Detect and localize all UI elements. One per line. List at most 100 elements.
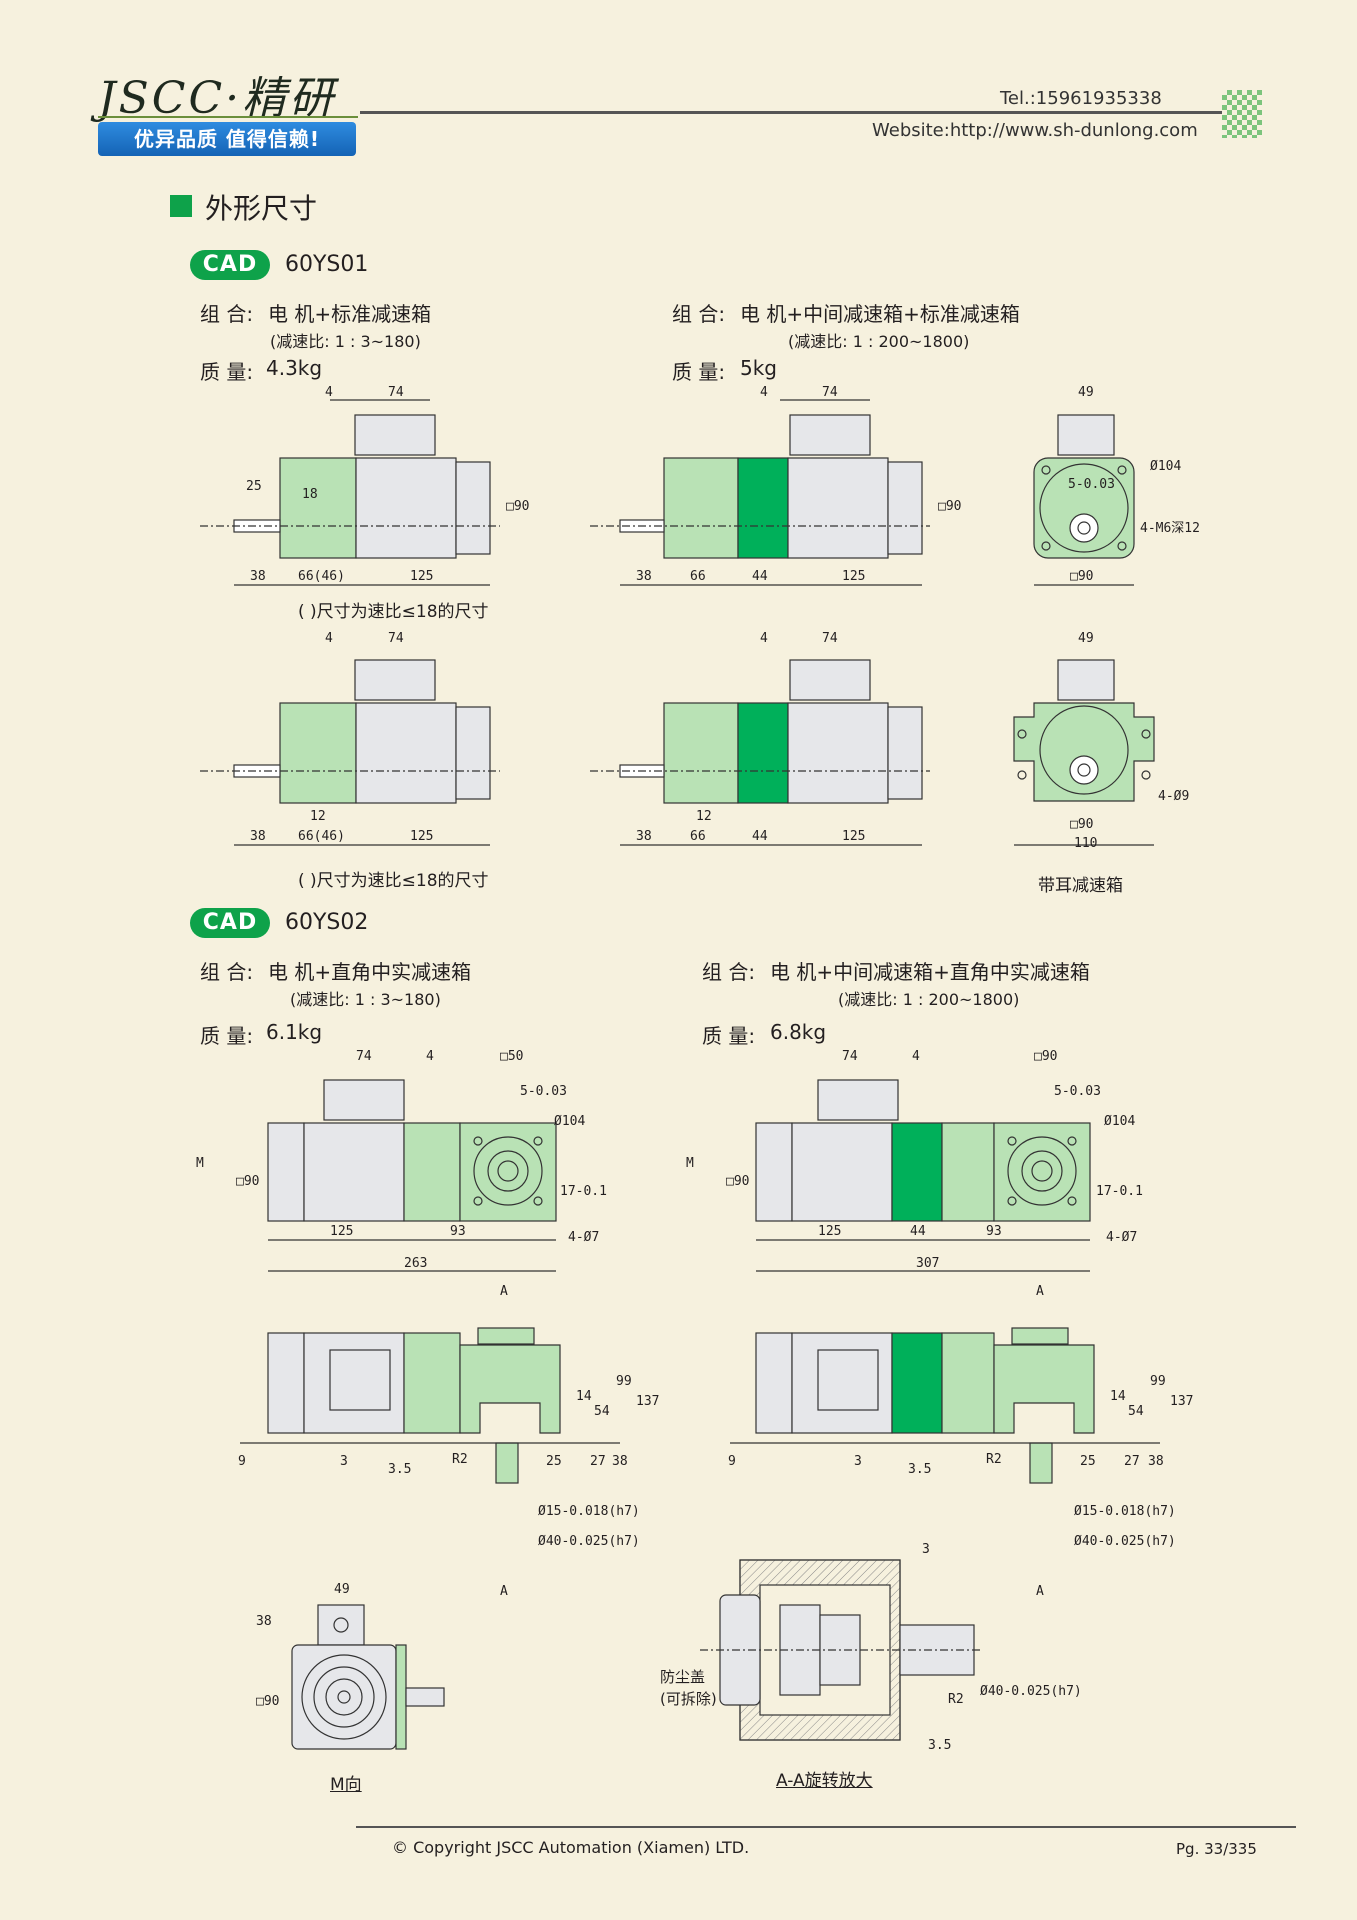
m-view-caption: M向: [330, 1775, 362, 1795]
dim-label: 54: [1128, 1404, 1144, 1419]
cad-badge[interactable]: CAD: [190, 908, 270, 938]
dim-label: Ø104: [554, 1114, 585, 1129]
page-number: Pg. 33/335: [1176, 1840, 1257, 1858]
dim-label: R2: [986, 1452, 1002, 1467]
dim-label: □90: [1034, 1049, 1057, 1064]
dim-label: M: [686, 1156, 694, 1171]
mass-value: 6.1kg: [266, 1020, 323, 1044]
mass-label: 质 量:: [200, 1024, 254, 1048]
dim-label: 4: [760, 385, 768, 400]
side-view-standard: [200, 399, 500, 586]
dim-label: 5-0.03: [520, 1084, 567, 1099]
combo-value: 电 机+中间减速箱+直角中实减速箱: [770, 960, 1090, 984]
mass-value: 4.3kg: [266, 356, 323, 380]
dim-label: 14: [1110, 1389, 1126, 1404]
dim-label: 38: [250, 829, 266, 844]
dim-label: 66: [690, 569, 706, 584]
combo-label: 组 合:: [200, 302, 254, 326]
telephone: Tel.:15961935338: [1000, 88, 1162, 109]
mass-label: 质 量:: [672, 360, 726, 384]
aa-caption: A-A旋转放大: [776, 1771, 873, 1791]
dim-label: 38: [612, 1454, 628, 1469]
dim-label: 17-0.1: [560, 1184, 607, 1199]
dim-label: 125: [410, 569, 433, 584]
dim-label: 137: [636, 1394, 659, 1409]
dim-label: 9: [728, 1454, 736, 1469]
mass-value: 5kg: [740, 356, 778, 380]
slogan-banner: 优异品质 值得信赖!: [98, 122, 356, 156]
dim-label: 66(46): [298, 569, 345, 584]
mass-label: 质 量:: [200, 360, 254, 384]
dim-label: 38: [636, 829, 652, 844]
dim-label: Ø40-0.025(h7): [538, 1534, 640, 1549]
combo-value: 电 机+直角中实减速箱: [268, 960, 472, 984]
dim-label: 25: [246, 479, 262, 494]
dim-label: 3.5: [908, 1462, 931, 1477]
combo-value: 电 机+中间减速箱+标准减速箱: [740, 302, 1020, 326]
dim-label: 14: [576, 1389, 592, 1404]
dim-label: 38: [1148, 1454, 1164, 1469]
dim-label: Ø40-0.025(h7): [1074, 1534, 1176, 1549]
dimension-note: ( )尺寸为速比≤18的尺寸: [298, 602, 489, 622]
dim-label: 49: [1078, 385, 1094, 400]
dim-label: 12: [696, 809, 712, 824]
dim-label: 74: [388, 385, 404, 400]
dim-label: Ø104: [1104, 1114, 1135, 1129]
dim-label: 17-0.1: [1096, 1184, 1143, 1199]
dim-label: □90: [938, 499, 961, 514]
dim-label: 5-0.03: [1054, 1084, 1101, 1099]
dim-label: 99: [1150, 1374, 1166, 1389]
dim-label: 307: [916, 1256, 939, 1271]
dim-label: 125: [410, 829, 433, 844]
dim-label: 12: [310, 809, 326, 824]
dim-label: 4: [426, 1049, 434, 1064]
dim-label: 25: [1080, 1454, 1096, 1469]
dim-label: 27: [1124, 1454, 1140, 1469]
dim-label: 4-M6深12: [1140, 521, 1200, 536]
ratio-range: (减速比: 1 : 200~1800): [788, 332, 970, 351]
combo-label: 组 合:: [200, 960, 254, 984]
dim-label: 74: [356, 1049, 372, 1064]
dim-label: 44: [752, 569, 768, 584]
dimension-note: ( )尺寸为速比≤18的尺寸: [298, 871, 489, 891]
dim-label: 74: [388, 631, 404, 646]
combo-label: 组 合:: [672, 302, 726, 326]
dim-label: 3: [854, 1454, 862, 1469]
section-mark: A: [500, 1584, 508, 1599]
dim-label: 4: [912, 1049, 920, 1064]
dim-label: 44: [910, 1224, 926, 1239]
dim-label: □90: [1070, 817, 1093, 832]
footer-divider: [356, 1826, 1296, 1828]
mass-label: 质 量:: [702, 1024, 756, 1048]
cad-badge[interactable]: CAD: [190, 250, 270, 280]
dim-label: 99: [616, 1374, 632, 1389]
dim-label: □50: [500, 1049, 523, 1064]
dim-label: 66(46): [298, 829, 345, 844]
drawing-60ys01: 4 74 25 18 38 66(46) 125 □90 4 74 38 66 …: [200, 385, 1200, 851]
dim-label: 137: [1170, 1394, 1193, 1409]
dim-label: 3.5: [388, 1462, 411, 1477]
combo-label: 组 合:: [702, 960, 756, 984]
dim-label: 38: [256, 1614, 272, 1629]
dim-label: Ø104: [1150, 459, 1181, 474]
dim-label: 3: [340, 1454, 348, 1469]
section-mark: A: [1036, 1284, 1044, 1299]
drawing-60ys02: 74 4 □50 5-0.03 Ø104 M □90 125 93 263 4-…: [196, 1049, 1193, 1753]
dim-label: 66: [690, 829, 706, 844]
ratio-range: (减速比: 1 : 200~1800): [838, 990, 1020, 1009]
section-title: 外形尺寸: [205, 192, 318, 225]
dim-label: 4: [325, 385, 333, 400]
section-mark: A: [500, 1284, 508, 1299]
dim-label: 9: [238, 1454, 246, 1469]
dim-label: 38: [636, 569, 652, 584]
dim-label: 125: [842, 829, 865, 844]
mass-value: 6.8kg: [770, 1020, 827, 1044]
dim-label: 4: [760, 631, 768, 646]
dim-label: 93: [986, 1224, 1002, 1239]
dim-label: 125: [842, 569, 865, 584]
dim-label: 4-Ø7: [568, 1230, 599, 1245]
dim-label: 74: [822, 385, 838, 400]
combo-value: 电 机+标准减速箱: [268, 302, 432, 326]
dim-label: 93: [450, 1224, 466, 1239]
dim-label: □90: [236, 1174, 259, 1189]
